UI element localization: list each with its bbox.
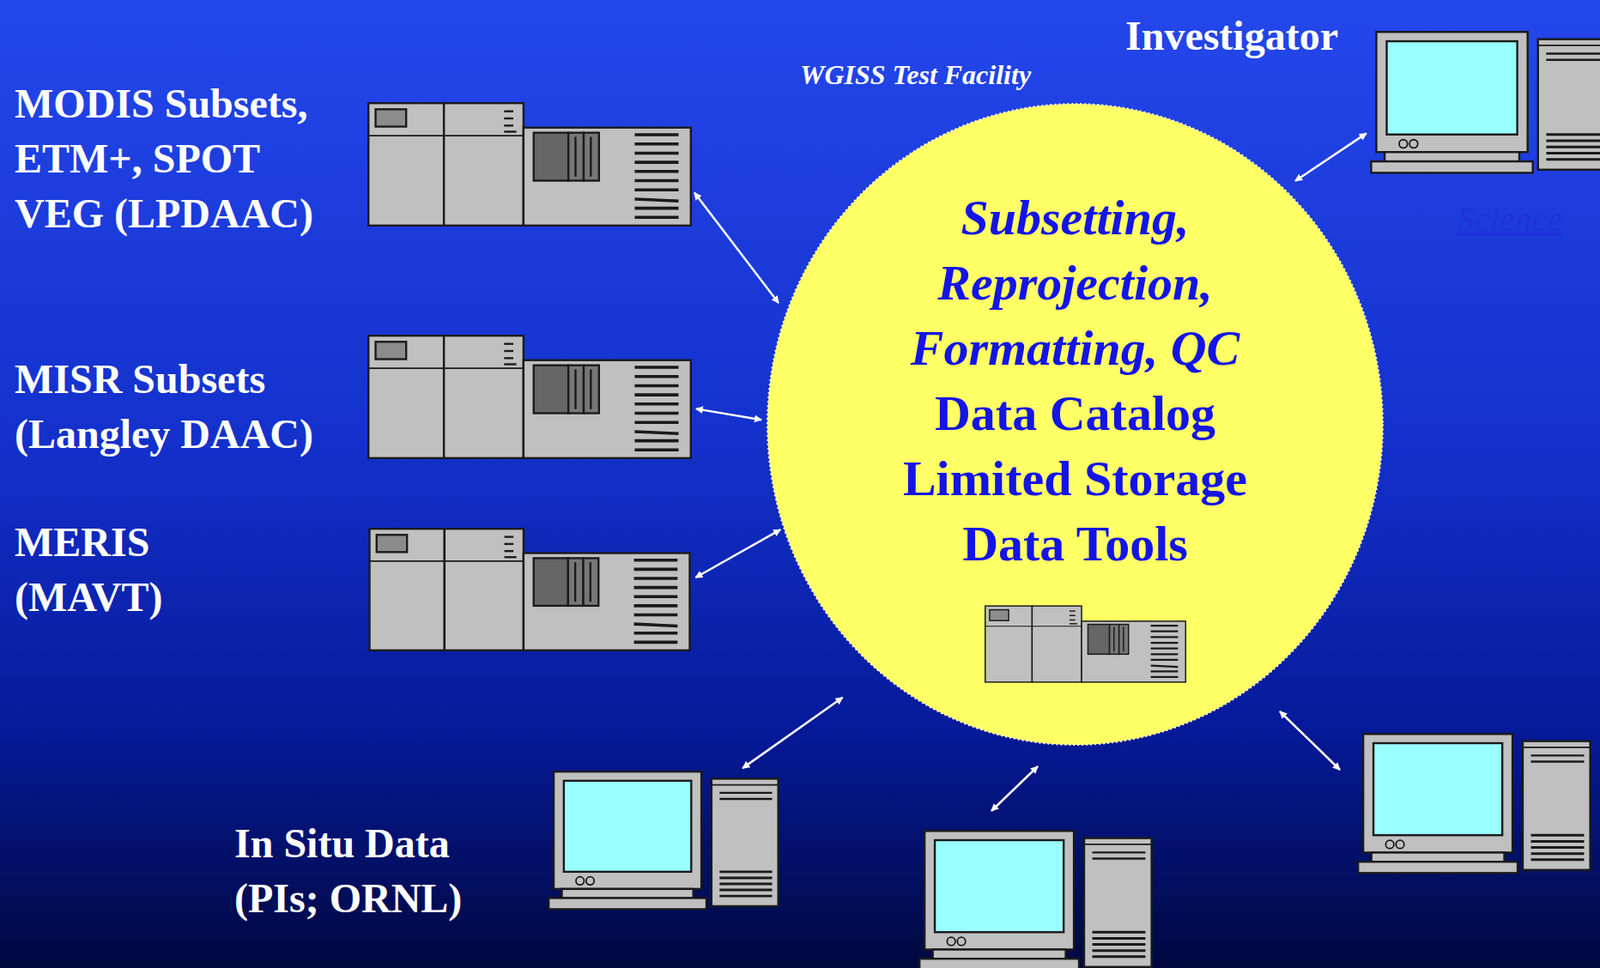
node-label: In Situ Data (PIs; ORNL) — [234, 816, 510, 927]
node-label: MERIS (MAVT) — [14, 515, 247, 625]
server-shape — [368, 335, 691, 459]
server-icon — [367, 334, 692, 460]
service-item: Data Tools — [765, 511, 1385, 577]
workstation-shape — [1370, 31, 1600, 173]
link-arrow — [695, 529, 781, 578]
workstation-icon — [1369, 30, 1600, 176]
facility-functions: Subsetting, Reprojection, Formatting, QC… — [765, 102, 1385, 577]
workstation-shape — [548, 771, 778, 910]
server-node: MERIS (MAVT) — [367, 527, 692, 652]
link-arrow — [991, 766, 1038, 812]
link-arrow — [1279, 711, 1340, 770]
server-icon — [367, 102, 692, 227]
science-link: Science — [1457, 199, 1563, 241]
facility-circle: WGISS Test FacilitySubsetting, Reproject… — [765, 102, 1385, 747]
server-icon — [985, 606, 1187, 683]
workstation-icon — [1357, 733, 1590, 873]
workstation-icon — [919, 830, 1152, 968]
node-label: MISR Subsets (Langley DAAC) — [14, 351, 358, 462]
workstation-node: Investigator — [1369, 30, 1600, 176]
service-item: Data Catalog — [765, 381, 1385, 447]
workstation-icon — [547, 770, 782, 913]
link-arrow — [694, 192, 779, 304]
node-label: Investigator — [1125, 8, 1339, 64]
link-arrow — [696, 408, 762, 420]
link-arrow — [742, 697, 843, 769]
node-label: MODIS Subsets, ETM+, SPOT VEG (LPDAAC) — [14, 76, 358, 242]
server-node: MISR Subsets (Langley DAAC) — [367, 334, 692, 460]
link-arrow — [1295, 133, 1367, 181]
server-icon — [367, 527, 692, 652]
server-node: MODIS Subsets, ETM+, SPOT VEG (LPDAAC) — [367, 102, 692, 227]
service-item: Limited Storage — [765, 446, 1385, 512]
server-shape — [368, 103, 691, 226]
workstation-node: In Situ Data (PIs; ORNL) — [547, 770, 782, 913]
service-list: Subsetting, Reprojection, Formatting, QC — [873, 185, 1278, 382]
facility-heading: WGISS Test Facility — [800, 57, 1031, 92]
server-shape — [369, 528, 691, 651]
